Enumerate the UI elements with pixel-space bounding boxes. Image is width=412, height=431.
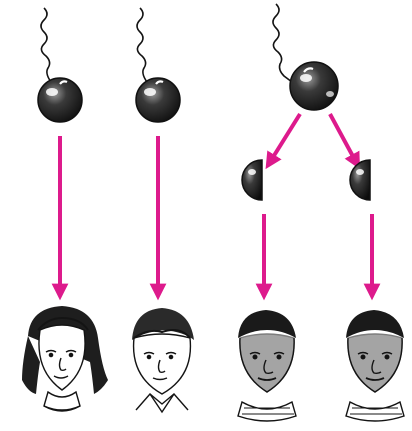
- face-icon-twin-left: [238, 310, 296, 421]
- egg-icon: [290, 62, 338, 110]
- face-icon-boy: [132, 308, 194, 412]
- panel-identical: [238, 4, 404, 421]
- face-icon-girl: [22, 306, 108, 411]
- egg-icon: [136, 78, 180, 122]
- panel-fraternal-boy: [132, 8, 194, 412]
- face-icon-twin-right: [346, 310, 404, 421]
- half-embryo-icon: [242, 160, 262, 200]
- arrow-split-right: [330, 114, 356, 162]
- sperm-tail-3: [273, 4, 292, 82]
- panel-fraternal-girl: [22, 8, 108, 411]
- half-embryo-icon: [350, 160, 370, 200]
- egg-icon: [38, 78, 82, 122]
- arrow-split-left: [270, 114, 300, 162]
